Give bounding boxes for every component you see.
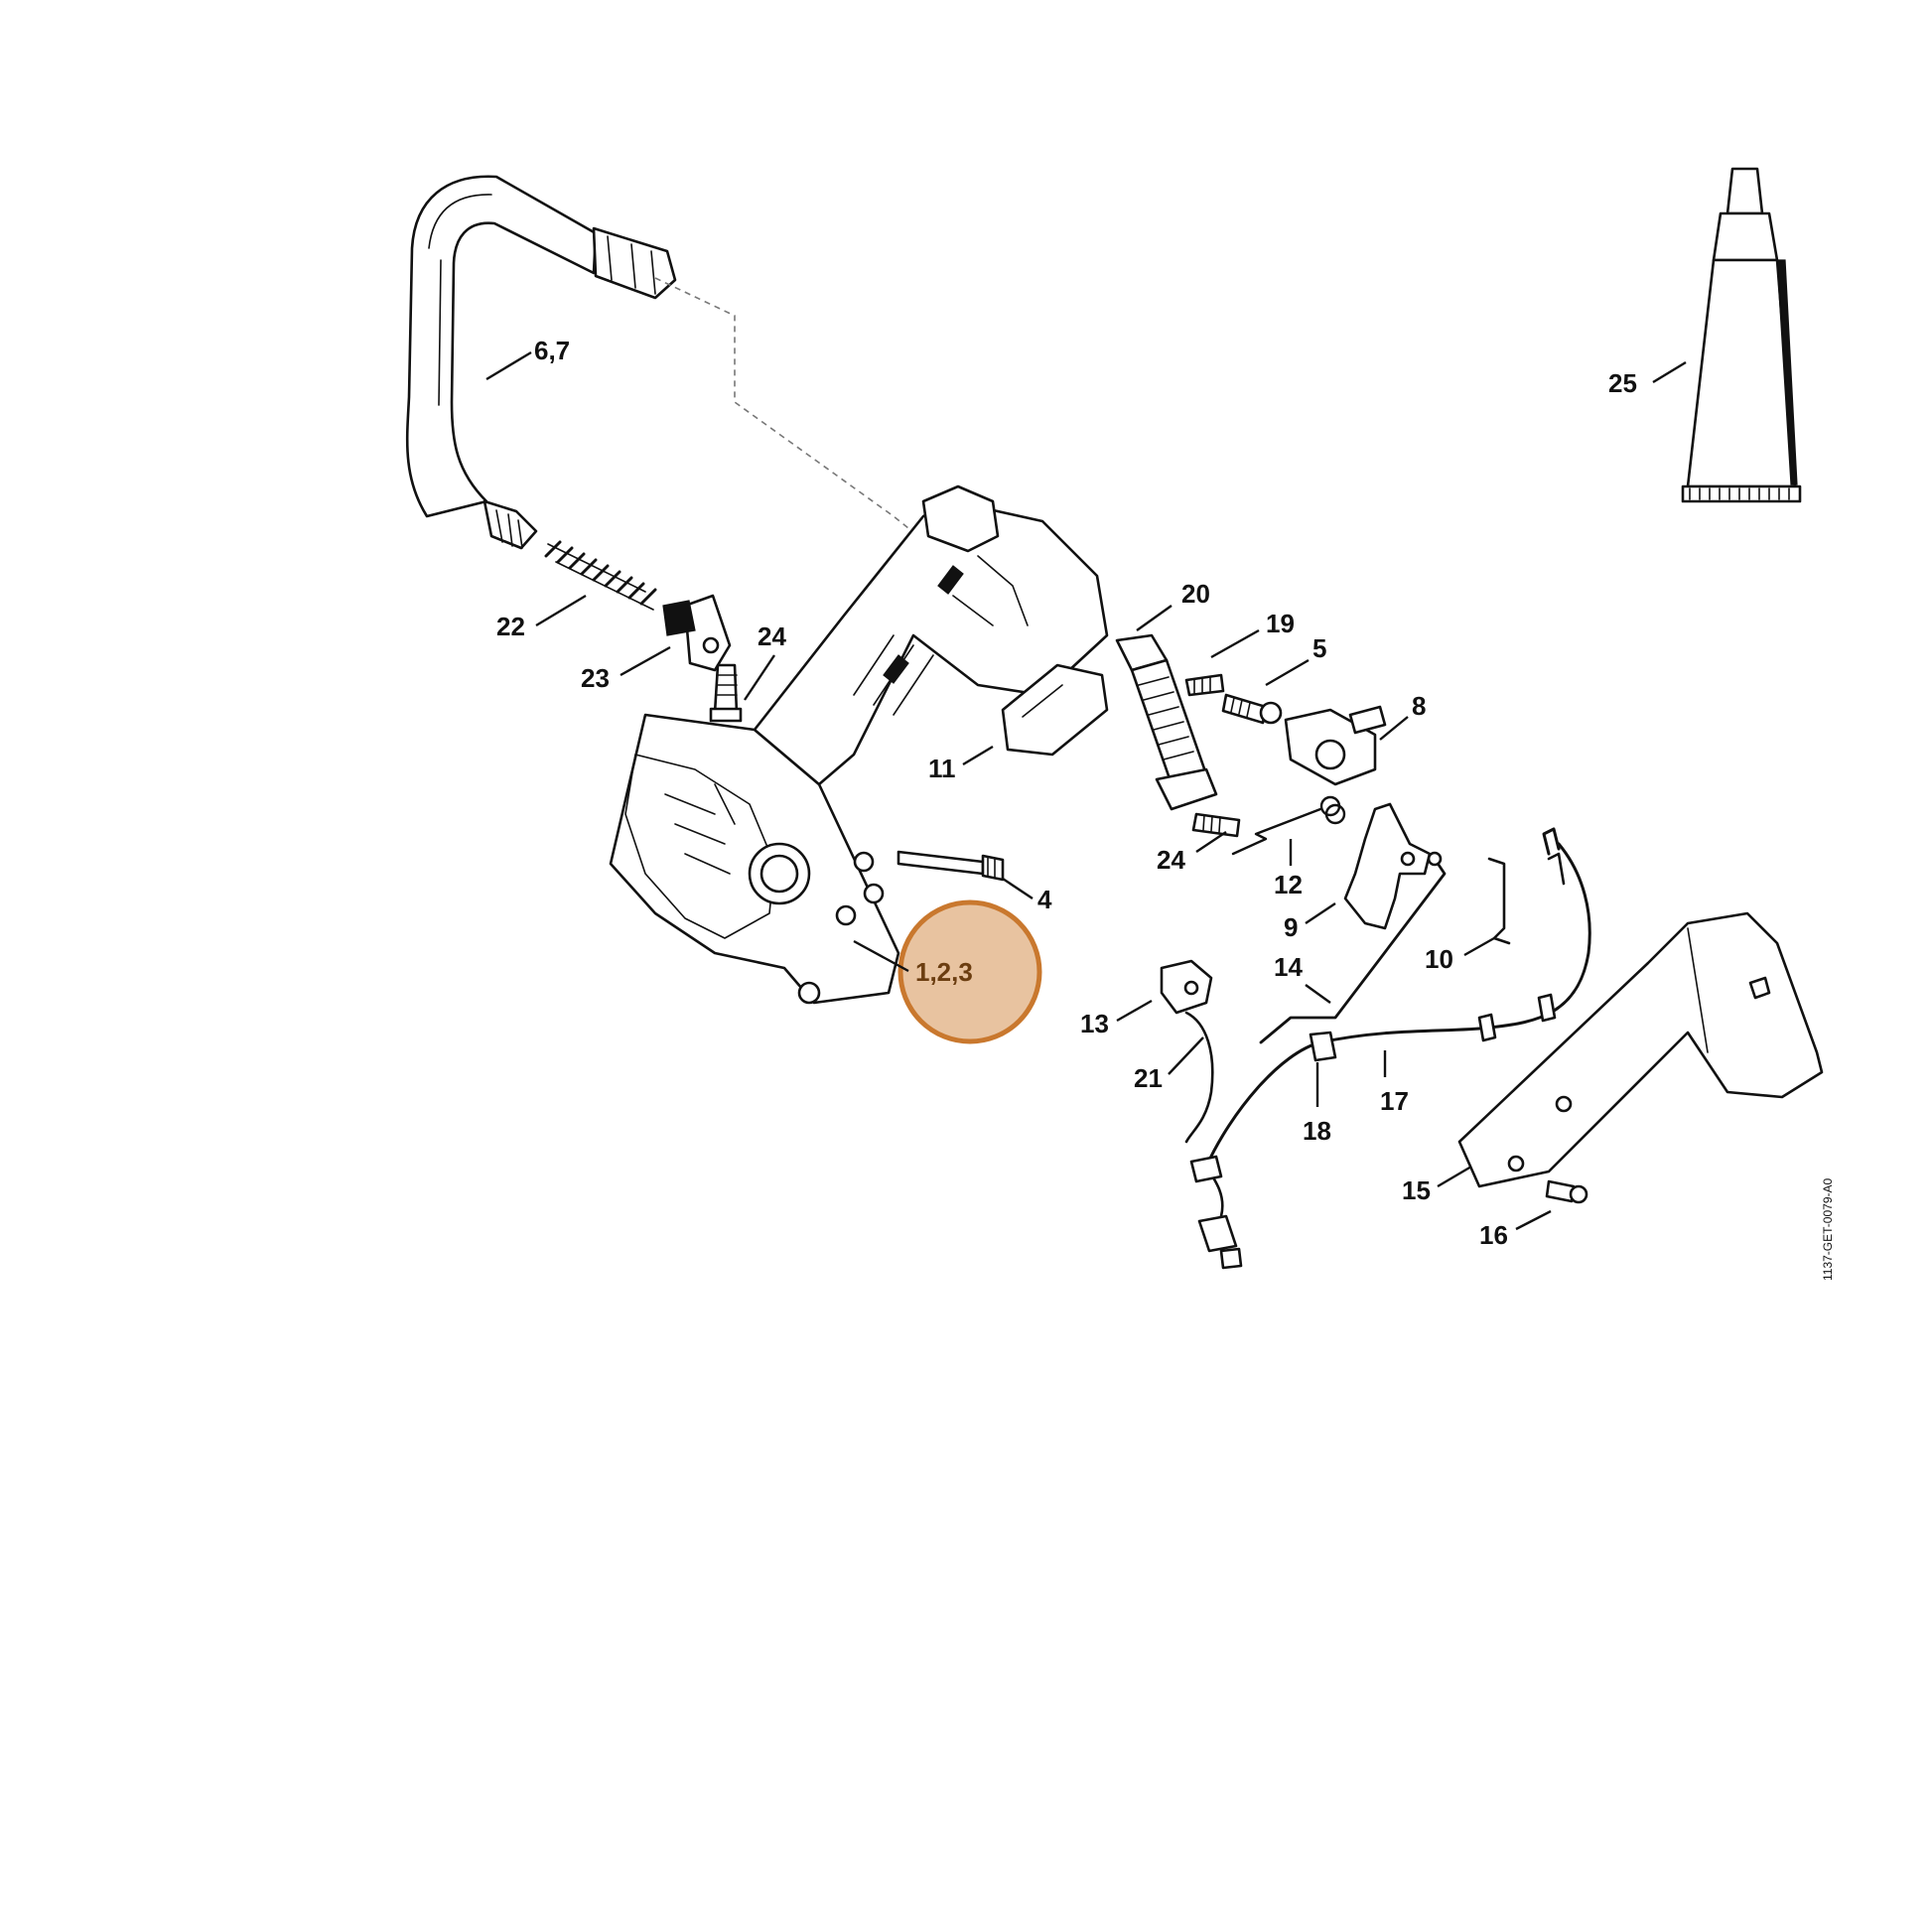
screw-16-part[interactable] <box>1545 1179 1588 1204</box>
label-17[interactable]: 17 <box>1380 1086 1409 1116</box>
label-24-mid[interactable]: 24 <box>1157 845 1185 875</box>
label-4[interactable]: 4 <box>1037 885 1052 914</box>
short-wire-part[interactable] <box>1184 1011 1214 1144</box>
spring-part[interactable] <box>544 540 657 611</box>
label-6-7[interactable]: 6,7 <box>534 336 570 365</box>
contact-holder-part[interactable] <box>1160 959 1213 1015</box>
pin-part[interactable] <box>897 850 1005 882</box>
label-24-top[interactable]: 24 <box>758 621 786 651</box>
highlight-circle[interactable] <box>897 899 1042 1044</box>
handle-cover-part[interactable] <box>1457 911 1824 1188</box>
label-19[interactable]: 19 <box>1266 609 1295 638</box>
grease-tube-part[interactable] <box>1681 167 1802 503</box>
label-13[interactable]: 13 <box>1080 1009 1109 1038</box>
assembly-dashed-line <box>654 277 929 545</box>
drawing-id: 1137-GET-0079-A0 <box>1821 1178 1835 1281</box>
label-18[interactable]: 18 <box>1303 1116 1331 1146</box>
screw-top-part[interactable] <box>709 663 743 723</box>
label-1-2-3[interactable]: 1,2,3 <box>915 957 973 987</box>
label-11[interactable]: 11 <box>928 754 956 783</box>
rear-handle-housing-part[interactable] <box>609 484 1109 1005</box>
throttle-trigger-part[interactable] <box>1343 802 1432 930</box>
screw-5-part[interactable] <box>1221 693 1283 725</box>
label-15[interactable]: 15 <box>1402 1175 1431 1205</box>
cable-harness-part[interactable] <box>1189 827 1591 1270</box>
label-14[interactable]: 14 <box>1274 952 1303 982</box>
label-10[interactable]: 10 <box>1425 944 1453 974</box>
part-labels: 6,7 25 22 23 24 20 19 5 8 11 24 12 4 9 1… <box>496 336 1637 1250</box>
front-handle-part[interactable] <box>405 175 677 550</box>
leader-lines <box>485 350 1687 1231</box>
switch-part[interactable] <box>1284 705 1387 786</box>
screw-19-part[interactable] <box>1184 673 1225 697</box>
sleeve-part[interactable] <box>1115 633 1218 811</box>
label-21[interactable]: 21 <box>1134 1063 1163 1093</box>
label-8[interactable]: 8 <box>1412 691 1426 721</box>
screw-mid-part[interactable] <box>1191 812 1241 838</box>
buffer-bracket-part[interactable] <box>662 594 732 672</box>
cover-plate-part[interactable] <box>1001 663 1109 757</box>
clip-part[interactable] <box>1487 852 1566 945</box>
label-20[interactable]: 20 <box>1181 579 1210 609</box>
label-12[interactable]: 12 <box>1274 870 1303 899</box>
label-5[interactable]: 5 <box>1312 633 1326 663</box>
label-23[interactable]: 23 <box>581 663 610 693</box>
throttle-rod-part[interactable] <box>1259 851 1447 1044</box>
label-9[interactable]: 9 <box>1284 912 1298 942</box>
label-25[interactable]: 25 <box>1608 368 1637 398</box>
torsion-spring-part[interactable] <box>1231 795 1346 856</box>
label-22[interactable]: 22 <box>496 612 525 641</box>
label-16[interactable]: 16 <box>1479 1220 1508 1250</box>
